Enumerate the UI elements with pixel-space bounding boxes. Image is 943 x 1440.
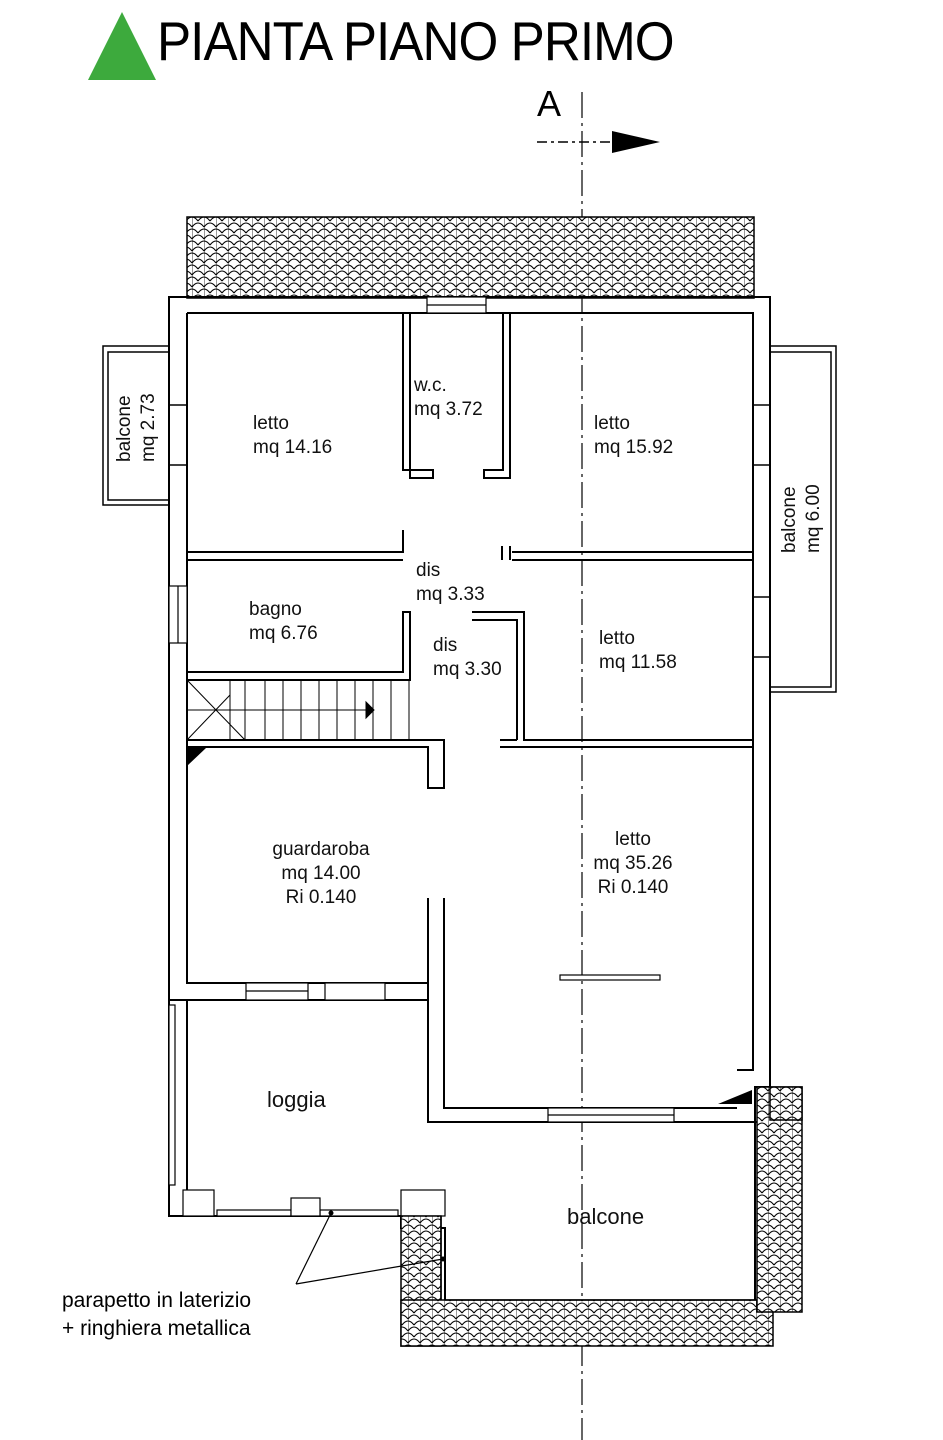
side-balconies (102, 345, 837, 693)
note-leader-lines (295, 1212, 444, 1285)
section-line-a (537, 92, 660, 1440)
north-arrow-icon (88, 12, 156, 80)
staircase (186, 679, 410, 741)
parapet-tiles (400, 1086, 803, 1347)
room-label-loggia: loggia (267, 1087, 326, 1112)
room-label-wc: w.c.mq 3.72 (414, 375, 483, 420)
window-openings (168, 296, 675, 1217)
roof-tiles-top (186, 216, 755, 299)
plan-title: PIANTA PIANO PRIMO (157, 10, 675, 72)
section-label: A (537, 83, 562, 124)
corner-marker (718, 1090, 752, 1104)
parapet-note: parapetto in laterizio + ringhiera metal… (62, 1289, 252, 1340)
corner-marker (187, 748, 206, 766)
room-label-balcone-s: balcone (567, 1204, 645, 1229)
